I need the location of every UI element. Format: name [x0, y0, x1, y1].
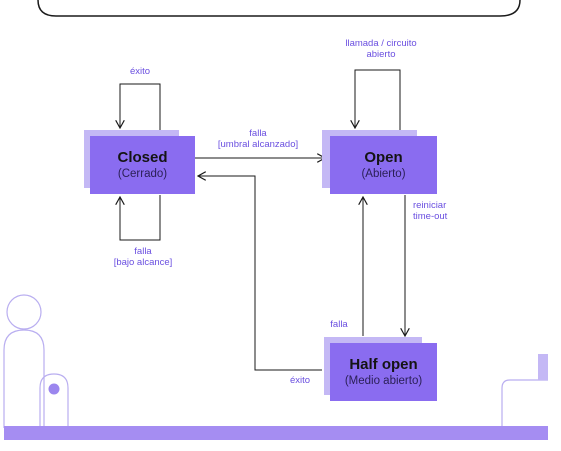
- open-self-loop: [355, 69, 401, 130]
- closed-to-open-line2: [umbral alcanzado]: [217, 139, 299, 150]
- half-open-state-name: Half open: [349, 355, 418, 373]
- closed-self-loop-bottom: [120, 195, 161, 241]
- floor-bar: [4, 426, 548, 440]
- open-state: Open (Abierto): [330, 136, 437, 194]
- open-self-line2: abierto: [366, 49, 396, 60]
- closed-self-loop-top: [120, 83, 161, 134]
- open-to-half-line1: reiniciar: [413, 200, 447, 211]
- half-to-open-label: falla: [330, 319, 348, 330]
- closed-to-open-line1: falla: [249, 128, 267, 139]
- half-open-state-subtitle: (Medio abierto): [344, 374, 423, 387]
- closed-self-failure-line1: falla: [134, 246, 152, 257]
- half-open-state: Half open (Medio abierto): [330, 343, 437, 401]
- open-state-subtitle: (Abierto): [361, 167, 406, 180]
- closed-state-name: Closed: [117, 148, 168, 166]
- open-self-label: llamada / circuito abierto: [326, 38, 436, 60]
- open-to-half-label: reiniciar time-out: [413, 200, 447, 222]
- closed-self-success-label: éxito: [129, 66, 151, 77]
- half-to-closed-arrow: [198, 176, 322, 371]
- closed-self-failure-label: falla [bajo alcance]: [98, 246, 188, 268]
- closed-to-open-label: falla [umbral alcanzado]: [198, 128, 318, 150]
- open-self-line1: llamada / circuito: [345, 38, 417, 49]
- closed-self-failure-line2: [bajo alcance]: [113, 257, 173, 268]
- open-to-half-line2: time-out: [413, 211, 448, 222]
- open-state-name: Open: [364, 148, 403, 166]
- closed-state: Closed (Cerrado): [90, 136, 195, 194]
- closed-state-subtitle: (Cerrado): [117, 167, 168, 180]
- half-to-closed-label: éxito: [289, 375, 311, 386]
